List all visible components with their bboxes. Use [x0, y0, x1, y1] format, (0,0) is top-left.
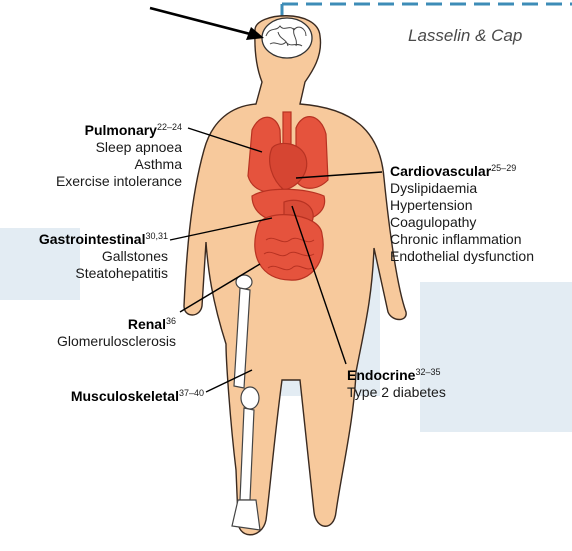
label-endocrine-title: Endocrine	[347, 367, 415, 383]
label-cardiovascular-item: Endothelial dysfunction	[390, 248, 534, 264]
label-pulmonary-item: Sleep apnoea	[96, 139, 182, 155]
label-cardiovascular-item: Chronic inflammation	[390, 231, 522, 247]
label-musculoskeletal-title: Musculoskeletal	[71, 388, 179, 404]
label-pulmonary-item: Exercise intolerance	[56, 173, 182, 189]
label-cardiovascular-refs: 25–29	[491, 163, 516, 173]
label-endocrine-refs: 32–35	[415, 367, 440, 377]
label-renal-refs: 36	[166, 316, 176, 326]
label-gastrointestinal-item: Steatohepatitis	[75, 265, 168, 281]
label-musculoskeletal: Musculoskeletal37–40	[20, 388, 204, 405]
label-renal-item: Glomerulosclerosis	[57, 333, 176, 349]
label-gastrointestinal: Gastrointestinal30,31 Gallstones Steatoh…	[6, 231, 168, 282]
label-endocrine-item: Type 2 diabetes	[347, 384, 446, 400]
arrow-icon	[150, 8, 264, 40]
brain-icon	[262, 18, 312, 58]
label-cardiovascular: Cardiovascular25–29 Dyslipidaemia Hypert…	[390, 163, 534, 265]
label-pulmonary: Pulmonary22–24 Sleep apnoea Asthma Exerc…	[20, 122, 182, 190]
label-cardiovascular-item: Dyslipidaemia	[390, 180, 477, 196]
credit-text: Lasselin & Cap	[408, 26, 522, 46]
organs	[248, 112, 328, 280]
label-renal: Renal36 Glomerulosclerosis	[10, 316, 176, 350]
label-gastrointestinal-item: Gallstones	[102, 248, 168, 264]
label-pulmonary-refs: 22–24	[157, 122, 182, 132]
intestines-icon	[255, 215, 323, 280]
label-musculoskeletal-refs: 37–40	[179, 388, 204, 398]
label-pulmonary-item: Asthma	[135, 156, 182, 172]
label-gastrointestinal-refs: 30,31	[145, 231, 168, 241]
label-renal-title: Renal	[128, 316, 166, 332]
trachea-icon	[283, 112, 291, 144]
label-pulmonary-title: Pulmonary	[85, 122, 157, 138]
label-endocrine: Endocrine32–35 Type 2 diabetes	[347, 367, 446, 401]
label-gastrointestinal-title: Gastrointestinal	[39, 231, 146, 247]
label-cardiovascular-title: Cardiovascular	[390, 163, 491, 179]
label-cardiovascular-item: Coagulopathy	[390, 214, 476, 230]
label-cardiovascular-item: Hypertension	[390, 197, 473, 213]
